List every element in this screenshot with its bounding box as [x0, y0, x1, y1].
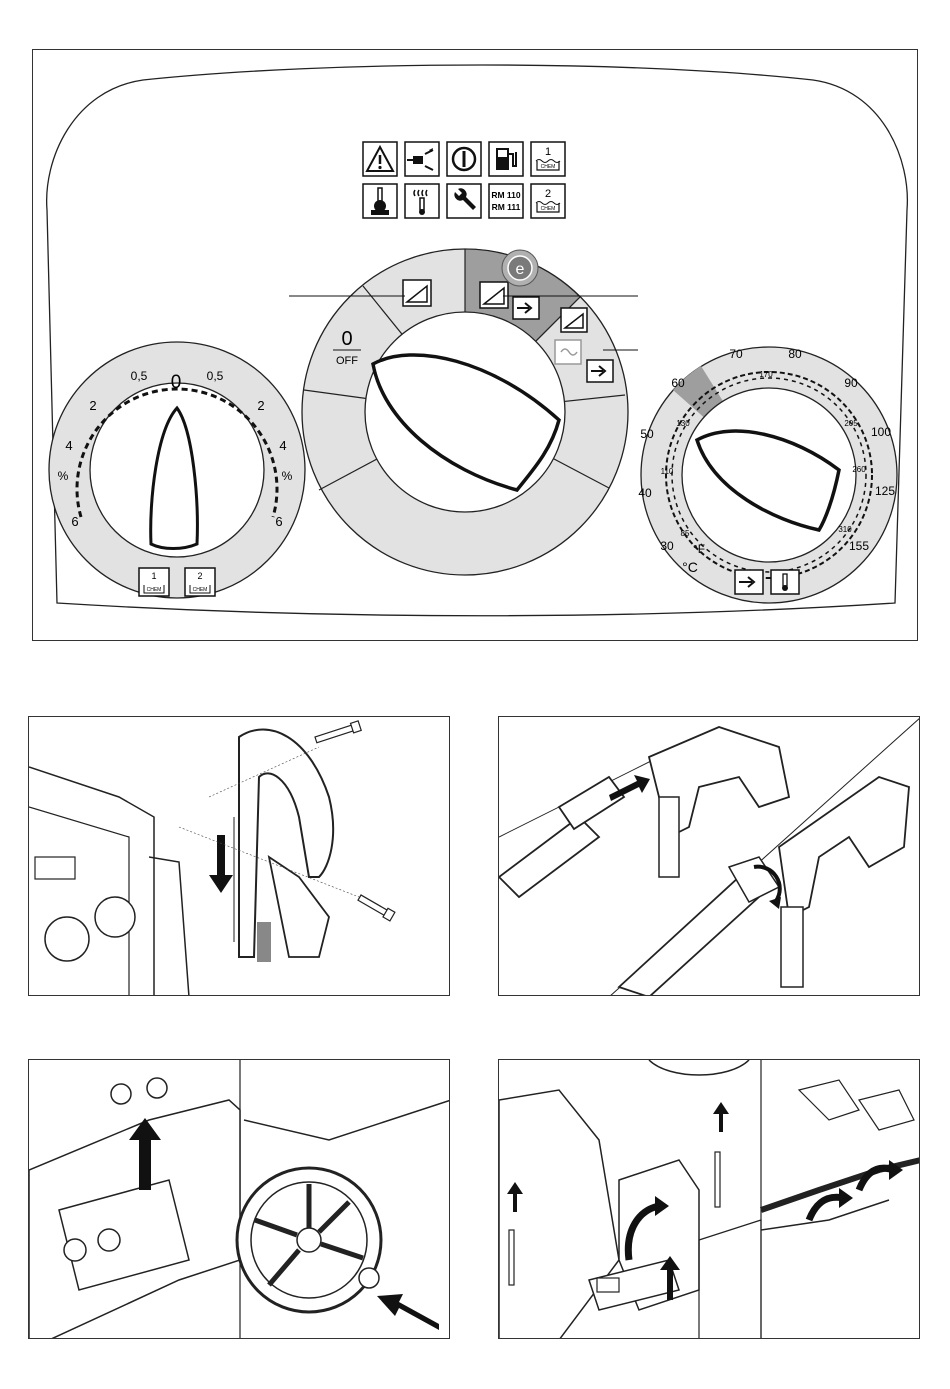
wrench-icon [447, 184, 481, 218]
svg-text:CHEM: CHEM [193, 587, 208, 593]
svg-text:110: 110 [661, 467, 674, 476]
warning-icon [363, 142, 397, 176]
handle-mounting-figure [28, 716, 450, 996]
svg-text:100: 100 [871, 425, 891, 439]
cap-wheel-figure [28, 1059, 450, 1339]
svg-text:2: 2 [197, 571, 202, 581]
spray-eco-icon [480, 282, 508, 308]
svg-text:CHEM: CHEM [541, 164, 556, 170]
rm-icon: RM 110 RM 111 [489, 184, 523, 218]
cap-left-icon [111, 1084, 131, 1104]
up-arrow-center-icon [713, 1102, 729, 1132]
svg-text:0,5: 0,5 [131, 369, 148, 383]
curved-arrow-right-2-icon [859, 1168, 894, 1190]
spray-hot-icon [561, 308, 587, 332]
gun-lance-figure [498, 716, 920, 996]
chem1-icon: 1 CHEM [531, 142, 565, 176]
spray-cold-icon [403, 280, 431, 306]
temperature-dial: 30 40 50 60 70 80 90 100 125 155 85 110 … [638, 347, 897, 603]
main-switch-dial: 0 OFF [289, 249, 638, 575]
svg-text:0: 0 [341, 328, 352, 350]
lance-lower [619, 877, 759, 996]
eco-badge: e [502, 250, 538, 286]
dial-chem1-icon: 1 CHEM [139, 568, 169, 596]
svg-text:6: 6 [275, 514, 282, 529]
svg-text:RM 110: RM 110 [491, 190, 521, 200]
plug-icon [405, 142, 439, 176]
left-arrow-icon [377, 1294, 439, 1330]
svg-text:130: 130 [676, 419, 690, 428]
heating-icon [405, 184, 439, 218]
svg-text:6: 6 [71, 514, 78, 529]
svg-text:125: 125 [875, 484, 895, 498]
fuel-icon [489, 142, 523, 176]
wheel-cap-icon [359, 1268, 379, 1288]
svg-text:310: 310 [838, 525, 852, 534]
svg-text:CHEM: CHEM [147, 587, 162, 593]
svg-text:°C: °C [682, 559, 698, 575]
svg-text:%: % [282, 469, 293, 483]
gun-lower [779, 777, 909, 917]
svg-text:%: % [58, 469, 69, 483]
control-panel-figure: 1 CHEM [32, 49, 918, 641]
svg-text:170: 170 [759, 370, 773, 379]
svg-text:155: 155 [849, 539, 869, 553]
svg-text:260: 260 [852, 465, 866, 474]
svg-text:4: 4 [279, 438, 286, 453]
thermostat-icon [363, 184, 397, 218]
down-arrow-icon [209, 835, 233, 893]
temp-thermometer-icon [771, 570, 799, 594]
panel-screw-svg [499, 1060, 920, 1339]
screw-top-icon [314, 721, 361, 745]
machine-knob-right [95, 897, 135, 937]
temp-arrow-icon [735, 570, 763, 594]
detergent-dial: 0 0,5 2 4 % 6 0,5 2 4 % 6 1 CHEM 2 CHEM [49, 342, 305, 598]
gun-lance-svg [499, 717, 920, 996]
eco-arrow-icon [513, 297, 539, 319]
svg-text:90: 90 [844, 376, 858, 390]
control-panel-svg: 1 CHEM [33, 50, 918, 641]
steam-icon [555, 340, 581, 364]
svg-text:e: e [516, 261, 525, 278]
cap-right-icon [147, 1078, 167, 1098]
svg-text:2: 2 [545, 188, 551, 200]
svg-text:40: 40 [638, 486, 652, 500]
panel-screw-figure [498, 1059, 920, 1339]
svg-text:CHEM: CHEM [541, 206, 556, 212]
chem2-icon: 2 CHEM [531, 184, 565, 218]
svg-text:0,5: 0,5 [207, 369, 224, 383]
svg-text:70: 70 [729, 347, 743, 361]
screw-bottom-icon [357, 893, 395, 921]
svg-text:85: 85 [681, 529, 690, 538]
svg-text:2: 2 [257, 398, 264, 413]
steam-arrow-icon [587, 360, 613, 382]
svg-text:RM 111: RM 111 [492, 202, 521, 212]
screw-left-icon [509, 1230, 514, 1285]
svg-text:50: 50 [640, 427, 654, 441]
status-icon-grid: 1 CHEM [363, 142, 565, 218]
dial-chem2-icon: 2 CHEM [185, 568, 215, 596]
screw-center-icon [715, 1152, 720, 1207]
svg-text:1: 1 [151, 571, 156, 581]
svg-text:2: 2 [89, 398, 96, 413]
svg-text:°F: °F [693, 542, 705, 556]
machine-knob-left [45, 917, 89, 961]
handle-mounting-svg [29, 717, 450, 996]
cap-wheel-svg [29, 1060, 450, 1339]
svg-text:0: 0 [171, 372, 182, 393]
svg-text:4: 4 [65, 438, 72, 453]
power-icon [447, 142, 481, 176]
svg-text:80: 80 [788, 347, 802, 361]
svg-text:60: 60 [671, 376, 685, 390]
svg-text:OFF: OFF [336, 355, 358, 367]
svg-text:30: 30 [660, 539, 674, 553]
svg-text:205: 205 [844, 419, 858, 428]
svg-text:1: 1 [545, 146, 551, 158]
